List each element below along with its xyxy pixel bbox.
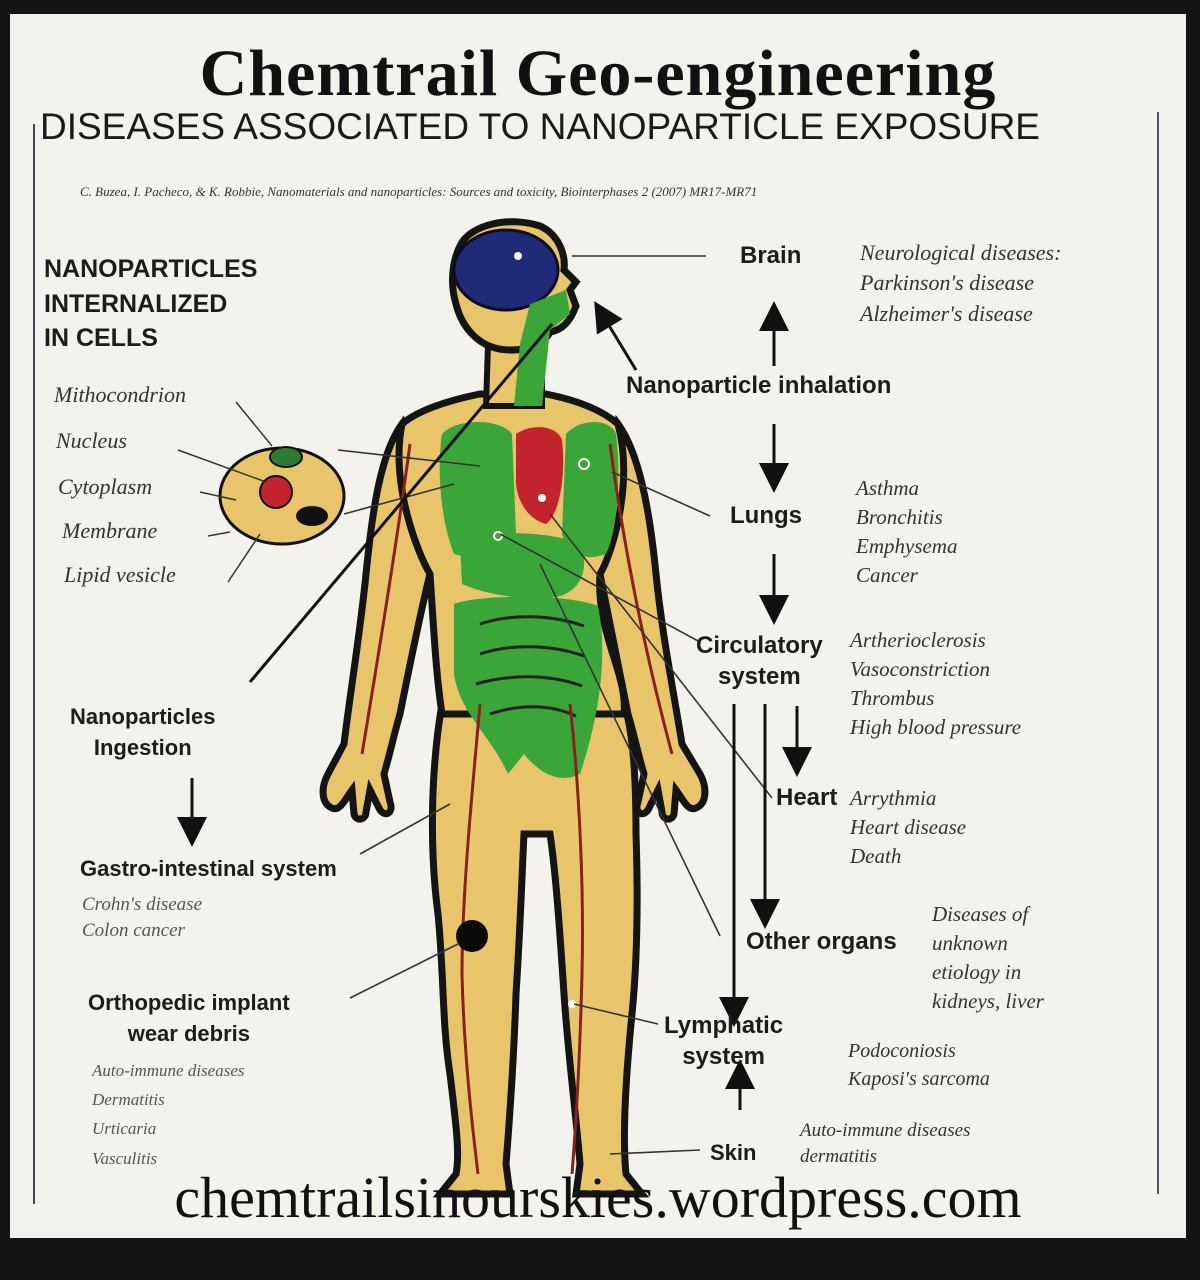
left-lung xyxy=(439,422,516,558)
implant-diseases: Auto-immune diseases Dermatitis Urticari… xyxy=(92,1061,245,1168)
intestine-folds xyxy=(475,615,585,718)
right-lung xyxy=(562,422,619,558)
intestines xyxy=(454,596,603,778)
inhalation-label: Nanoparticle inhalation xyxy=(626,372,892,399)
gastro-label: Gastro-intestinal system xyxy=(80,856,337,881)
cells-heading: NANOPARTICLES INTERNALIZED IN CELLS xyxy=(44,255,258,352)
stomach xyxy=(460,533,585,599)
poster-title: Chemtrail Geo-engineering xyxy=(199,37,997,110)
other-organs-label: Other organs xyxy=(746,928,897,955)
blood-vessels xyxy=(360,443,674,1175)
heart-shape xyxy=(516,427,564,524)
citation: C. Buzea, I. Pacheco, & K. Robbie, Nanom… xyxy=(80,184,758,199)
lungs-diseases: Asthma Bronchitis Emphysema Cancer xyxy=(856,476,958,587)
cell-part-cytoplasm: Cytoplasm xyxy=(58,474,153,499)
other-organs-diseases: Diseases of unknown etiology in kidneys,… xyxy=(932,902,1044,1013)
left-leg xyxy=(428,700,650,1198)
ingestion-label: Nanoparticles Ingestion xyxy=(70,704,216,760)
heart-diseases: Arrythmia Heart disease Death xyxy=(850,786,967,868)
brain-shape xyxy=(452,228,560,312)
skin-diseases: Auto-immune diseases dermatitis xyxy=(800,1120,971,1168)
cell-part-mitochondrion: Mithocondrion xyxy=(54,382,186,407)
gastro-diseases: Crohn's disease Colon cancer xyxy=(82,894,203,942)
implant-marker xyxy=(456,920,488,952)
circulatory-diseases: Artherioclerosis Vasoconstriction Thromb… xyxy=(850,628,1022,739)
brain-diseases: Neurological diseases: Parkinson's disea… xyxy=(860,240,1062,326)
lungs-label: Lungs xyxy=(730,502,802,529)
skin-label: Skin xyxy=(710,1140,757,1165)
cell-part-nucleus: Nucleus xyxy=(56,428,127,453)
heart-label: Heart xyxy=(776,784,838,811)
lymphatic-diseases: Podoconiosis Kaposi's sarcoma xyxy=(848,1040,990,1090)
cell-illustration xyxy=(218,446,346,546)
left-arm xyxy=(319,415,434,823)
airway xyxy=(514,290,570,406)
cell-part-lipid-vesicle: Lipid vesicle xyxy=(64,562,176,587)
website-footer: chemtrailsinourskies.wordpress.com xyxy=(174,1165,1022,1230)
circulatory-label: Circulatory system xyxy=(696,632,823,691)
right-arm xyxy=(596,414,709,823)
cell-part-membrane: Membrane xyxy=(62,518,158,543)
lymphatic-label: Lymphatic system xyxy=(664,1012,784,1071)
ingestion-path xyxy=(248,323,554,683)
poster: Chemtrail Geo-engineering DISEASES ASSOC… xyxy=(10,14,1186,1238)
human-figure xyxy=(319,218,709,1198)
body-diagram xyxy=(33,112,1159,1204)
implant-label: Orthopedic implant wear debris xyxy=(88,990,290,1046)
flow-arrows xyxy=(177,301,812,1110)
poster-subtitle: DISEASES ASSOCIATED TO NANOPARTICLE EXPO… xyxy=(40,106,1040,147)
brain-label: Brain xyxy=(740,242,802,269)
